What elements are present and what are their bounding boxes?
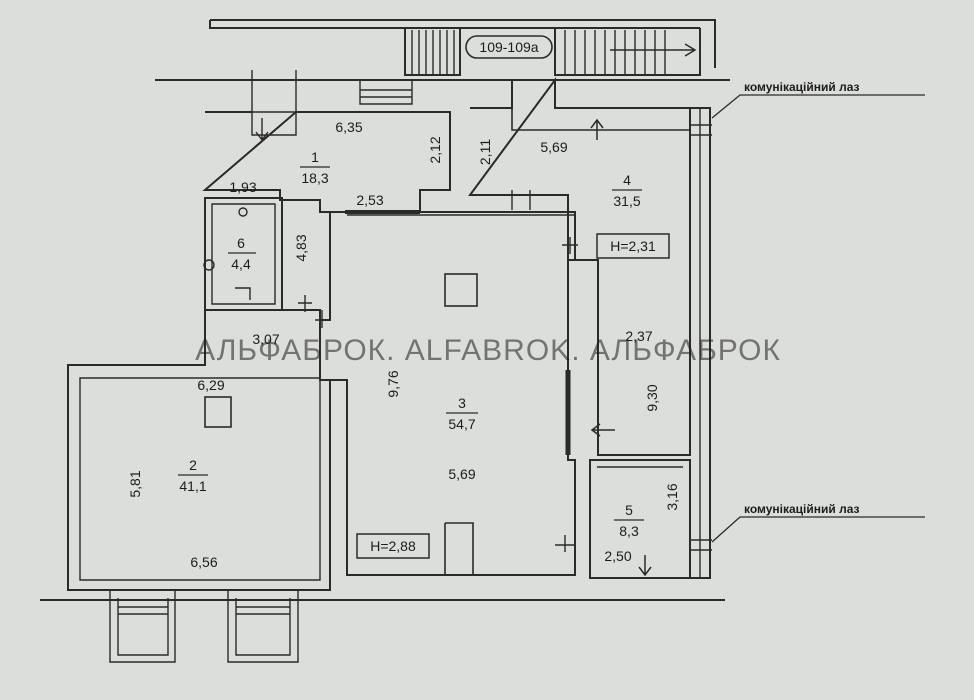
room-number: 1 [311,149,319,165]
room-5-label: 5 8,3 [614,502,644,539]
room-1-outline [202,111,451,213]
room-2-column [204,396,232,428]
room-number: 6 [237,235,245,251]
dim-r5-right: 3,16 [664,483,680,510]
room-area: 54,7 [448,416,475,432]
dim-r2-bottom: 6,56 [190,554,217,570]
room-number: 2 [189,457,197,473]
dim-r3-bottom: 5,69 [448,466,475,482]
room-2-label: 2 41,1 [178,457,208,494]
dim-r5-bottom: 2,50 [604,548,631,564]
building-label: 109-109а [479,39,538,55]
room-1-label: 1 18,3 [300,149,330,186]
room-3-niche [444,522,474,575]
small-stair-top [359,80,413,105]
room-6-outline [204,197,283,311]
door-ticks [298,124,712,552]
room-6-label: 6 4,4 [228,235,256,272]
note-passage-bottom: комунікаційний лаз [744,502,860,516]
room-3-label: 3 54,7 [446,395,478,432]
height-room-3: H=2,88 [370,538,416,554]
top-stairs-right [554,28,701,76]
dim-r2-top: 6,29 [197,377,224,393]
room-area: 4,4 [231,256,251,272]
room-area: 41,1 [179,478,206,494]
stair-treads-left [411,30,455,74]
room-2-outline [67,309,331,591]
entrance-stair-left [109,590,176,663]
fixture-icon [235,287,251,300]
room-6-inner [211,203,276,305]
dim-r6-right: 4,83 [293,234,309,261]
dim-r1-right: 2,12 [427,136,443,163]
room-4-arrow-up [590,118,604,140]
stair-treads-right [564,30,666,74]
height-room-4: H=2,31 [610,238,656,254]
watermark: АЛЬФАБРОК. ALFABROK. АЛЬФАБРОК [195,334,781,367]
entrance-stair-right [227,590,299,663]
room-3-column [444,273,478,307]
height-box-room-4 [596,233,670,259]
room-number: 4 [623,172,631,188]
stair-arrow-right [610,43,697,57]
top-strip [209,19,716,68]
toilet-icon [238,207,248,217]
note-passage-top: комунікаційний лаз [744,80,860,94]
dim-r1-top: 6,35 [335,119,362,135]
dim-r2-left: 5,81 [127,470,143,497]
room-area: 8,3 [619,523,639,539]
room-5-arrow-down [638,555,652,577]
dim-r4-top: 5,69 [540,139,567,155]
note-leader-bottom [711,516,925,543]
building-label-oval [465,35,553,59]
dim-r4-mid: 2,37 [625,328,652,344]
stair-room-1 [251,70,297,141]
room-number: 3 [458,395,466,411]
note-leader-top [711,94,925,119]
room-2-inner [79,377,321,581]
top-stairs-left [404,28,461,76]
dim-r4-right: 9,30 [644,384,660,411]
room-4-arrow-left [590,423,615,437]
room-4-label: 4 31,5 [612,172,642,209]
dim-r3-left: 9,76 [385,370,401,397]
dim-r6-top: 1,93 [229,179,256,195]
height-box-room-3 [356,533,430,559]
dim-r1-bottom: 2,53 [356,192,383,208]
room-area: 18,3 [301,170,328,186]
room-area: 31,5 [613,193,640,209]
room-4-stair [511,80,690,131]
room-number: 5 [625,502,633,518]
dim-r2-top-small: 3,07 [252,331,279,347]
dim-r4-left: 2,11 [477,139,493,165]
sink-icon [203,259,215,271]
room-3-outline [319,211,576,576]
